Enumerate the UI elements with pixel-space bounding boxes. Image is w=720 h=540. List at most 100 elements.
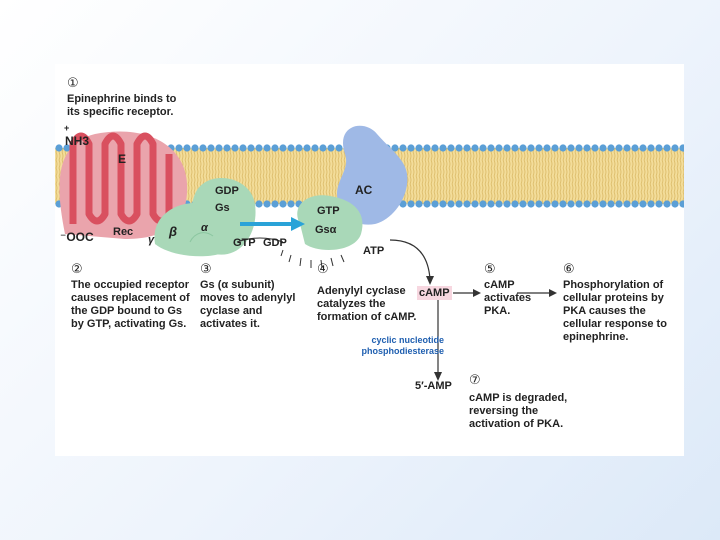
lipid-head — [271, 200, 279, 208]
lipid-head — [439, 144, 447, 152]
lipid-head — [279, 144, 287, 152]
lipid-head — [207, 144, 215, 152]
lipid-head — [551, 200, 559, 208]
lipid-head — [455, 200, 463, 208]
lipid-head — [591, 144, 599, 152]
lipid-head — [479, 144, 487, 152]
lipid-head — [471, 144, 479, 152]
gdp-out-label: GDP — [263, 237, 287, 249]
lipid-head — [639, 144, 647, 152]
nh3-label: NH3 — [65, 134, 90, 148]
lipid-head — [663, 144, 671, 152]
e-label: E — [118, 152, 127, 166]
gamma-label: γ — [148, 234, 155, 246]
lipid-head — [191, 144, 199, 152]
lipid-head — [271, 144, 279, 152]
lipid-head — [431, 200, 439, 208]
lipid-head — [623, 144, 631, 152]
lipid-head — [631, 144, 639, 152]
lipid-head — [423, 200, 431, 208]
lipid-head — [559, 200, 567, 208]
atp-to-camp-arrow — [389, 239, 431, 280]
lipid-head — [607, 200, 615, 208]
gs-alpha-active — [297, 195, 363, 250]
lipid-head — [255, 144, 263, 152]
lipid-head — [199, 144, 207, 152]
rec-label: Rec — [113, 226, 134, 238]
lipid-head — [575, 200, 583, 208]
lipid-head — [503, 144, 511, 152]
lipid-head — [415, 144, 423, 152]
step-5-text: cAMP activates PKA. — [484, 279, 532, 317]
lipid-head — [623, 200, 631, 208]
lipid-head — [463, 144, 471, 152]
lipid-head — [567, 144, 575, 152]
lipid-head — [487, 200, 495, 208]
lipid-head — [455, 144, 463, 152]
lipid-head — [655, 200, 663, 208]
lipid-head — [447, 144, 455, 152]
lipid-head — [567, 200, 575, 208]
lipid-head — [239, 144, 247, 152]
lipid-head — [255, 200, 263, 208]
lipid-head — [679, 144, 684, 152]
lipid-head — [327, 144, 335, 152]
step-4-number: ④ — [317, 262, 329, 277]
lipid-head — [615, 200, 623, 208]
lipid-head — [295, 144, 303, 152]
step-2-number: ② — [71, 262, 83, 277]
lipid-head — [263, 200, 271, 208]
signaling-diagram: ① Epinephrine binds to its specific rece… — [55, 64, 684, 456]
lipid-head — [399, 200, 407, 208]
lipid-head — [175, 144, 183, 152]
lipid-head — [511, 200, 519, 208]
lipid-head — [655, 144, 663, 152]
beta-label: β — [169, 224, 178, 239]
lipid-head — [263, 144, 271, 152]
lipid-head — [511, 144, 519, 152]
lipid-head — [407, 144, 415, 152]
lipid-head — [527, 144, 535, 152]
lipid-head — [495, 200, 503, 208]
lipid-head — [463, 200, 471, 208]
lipid-head — [535, 144, 543, 152]
lipid-head — [599, 200, 607, 208]
lipid-head — [335, 144, 343, 152]
lipid-head — [607, 144, 615, 152]
lipid-head — [231, 144, 239, 152]
step-5-number: ⑤ — [484, 262, 496, 277]
lipid-head — [639, 200, 647, 208]
lipid-head — [303, 144, 311, 152]
lipid-head — [519, 144, 527, 152]
step-6-number: ⑥ — [563, 262, 575, 277]
plus-charge: + — [64, 123, 70, 133]
gs-alpha-label: Gsα — [315, 224, 337, 236]
lipid-head — [319, 144, 327, 152]
lipid-head — [55, 144, 63, 152]
ooc-label: ⁻OOC — [60, 230, 94, 244]
lipid-head — [583, 144, 591, 152]
lipid-head — [415, 200, 423, 208]
alpha-label: α — [201, 222, 208, 234]
g-protein — [154, 177, 256, 257]
lipid-head — [615, 144, 623, 152]
gtp-gdp-exchange-arrow — [236, 237, 284, 243]
diagram-graphics — [55, 125, 684, 381]
pde-label: cyclic nucleotide phosphodiesterase — [361, 335, 444, 356]
lipid-head — [663, 200, 671, 208]
lipid-head — [671, 144, 679, 152]
step-4-text: Adenylyl cyclase catalyzes the formation… — [317, 285, 417, 323]
step-6-text: Phosphorylation of cellular proteins by … — [563, 279, 667, 343]
lipid-head — [527, 200, 535, 208]
lipid-head — [551, 144, 559, 152]
step-2-text: The occupied receptor causes replacement… — [71, 279, 190, 330]
step-1-number: ① — [67, 76, 79, 91]
lipid-head — [631, 200, 639, 208]
lipid-head — [543, 200, 551, 208]
lipid-head — [479, 200, 487, 208]
lipid-head — [439, 200, 447, 208]
lipid-head — [215, 144, 223, 152]
camp-label: cAMP — [417, 286, 452, 300]
lipid-head — [583, 200, 591, 208]
catalysis-rays — [280, 249, 345, 269]
